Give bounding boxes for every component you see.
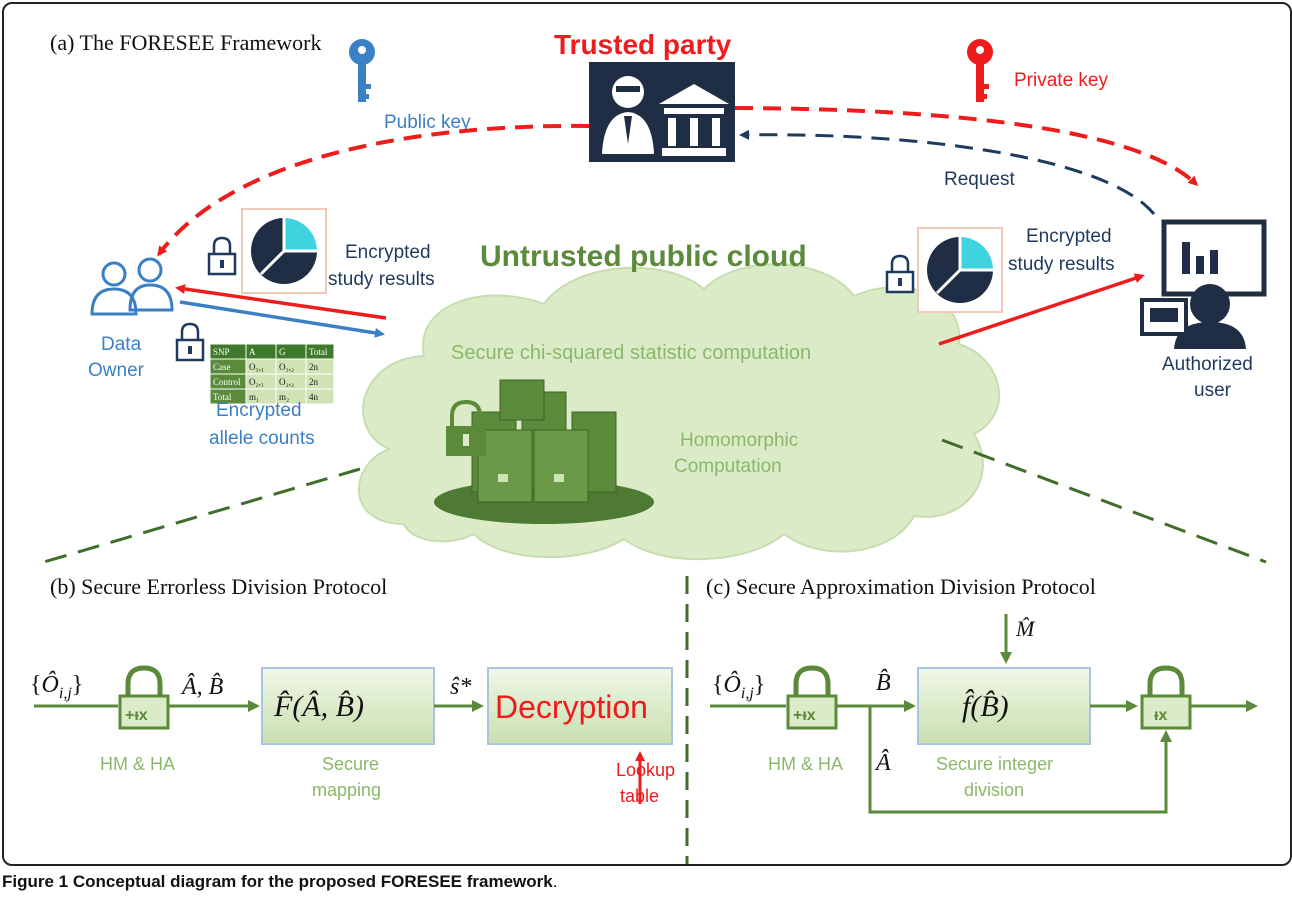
c-a-path	[868, 706, 1172, 814]
b-hm-ha: HM & HA	[100, 754, 175, 774]
b-mapping-box	[261, 667, 435, 745]
encrypted-results-left-icon	[241, 208, 327, 294]
zoom-line-left	[43, 467, 361, 564]
enc-allele-1: Encrypted	[216, 400, 302, 421]
public-key-icon	[349, 39, 375, 102]
allele-table-cell: Total	[213, 392, 232, 402]
allele-table-cell: m₂	[279, 392, 289, 402]
lock-icon-allele	[175, 322, 205, 362]
lock-icon-results-right	[885, 254, 915, 294]
b-lookup-2: table	[620, 786, 659, 806]
c-a-hat: Â	[874, 750, 891, 776]
allele-table-cell: O₂,₁	[249, 377, 264, 387]
trusted-party-label: Trusted party	[554, 29, 732, 60]
c-func: f̂(B̂)	[962, 689, 1009, 723]
enc-results-left-1: Encrypted	[345, 242, 431, 263]
allele-table-cell: O₂,₂	[279, 377, 294, 387]
allele-table-cell: 4n	[309, 392, 319, 402]
allele-table-cell: G	[279, 347, 286, 357]
private-key-arrow	[734, 106, 1199, 187]
allele-table-cell: A	[249, 347, 256, 357]
server-cluster-icon	[434, 379, 654, 524]
svg-text:+ᵼx: +ᵼx	[793, 707, 816, 724]
owner-to-cloud-arrow	[179, 300, 385, 338]
allele-table-cell: Case	[213, 362, 231, 372]
allele-table-cell: 2n	[309, 362, 319, 372]
allele-table-cell: 2n	[309, 377, 319, 387]
cloud-secure-computation: Secure chi-squared statistic computation	[451, 342, 811, 364]
c-lock-icon-2: ᵼx	[1140, 665, 1192, 730]
authorized-user-label-2: user	[1194, 380, 1232, 401]
b-secure-2: mapping	[312, 780, 381, 800]
authorized-user-icon	[1140, 219, 1267, 349]
svg-text:+ᵼx: +ᵼx	[125, 707, 148, 724]
private-key-icon	[967, 39, 993, 102]
panel-b-title: (b) Secure Errorless Division Protocol	[50, 574, 387, 599]
b-mapping-func: F̂(Â, B̂)	[273, 690, 364, 723]
cloud-to-user-arrow	[938, 273, 1145, 346]
b-input: {Ôi,j}	[30, 671, 83, 702]
allele-table-cell: O₁,₁	[249, 362, 264, 372]
request-label: Request	[944, 169, 1015, 190]
b-ab: Â, B̂	[180, 673, 224, 700]
trusted-party-icon	[589, 62, 735, 162]
caption-end: .	[552, 872, 558, 891]
panel-c-title: (c) Secure Approximation Division Protoc…	[706, 574, 1096, 599]
homomorphic-label-2: Computation	[674, 456, 782, 477]
allele-table-cell: SNP	[213, 347, 230, 357]
c-func-box	[917, 667, 1091, 745]
lock-icon-results-left	[207, 236, 237, 276]
c-sid-1: Secure integer	[936, 754, 1053, 774]
encrypted-results-right-icon	[917, 227, 1003, 313]
b-decryption: Decryption	[495, 689, 648, 725]
cloud-shape	[357, 263, 1000, 561]
figure-canvas: (a) The FORESEE Framework (b) Secure Err…	[30, 29, 1267, 864]
svg-text:ᵼx: ᵼx	[1154, 707, 1167, 724]
b-lock-icon: +ᵼx	[118, 665, 170, 730]
data-owner-label-1: Data	[101, 334, 142, 355]
private-key-label: Private key	[1014, 70, 1108, 91]
data-owner-label-2: Owner	[88, 360, 145, 381]
public-key-arrow	[157, 123, 590, 257]
allele-table-cell: m₁	[249, 392, 259, 402]
allele-table-cell: O₁,₂	[279, 362, 294, 372]
cloud-title: Untrusted public cloud	[480, 240, 807, 273]
authorized-user-label-1: Authorized	[1162, 354, 1253, 375]
c-m-hat: M̂	[1015, 616, 1036, 641]
c-input: {Ôi,j}	[712, 671, 765, 702]
c-b-hat: B̂	[876, 669, 891, 696]
allele-table-cell: Control	[213, 377, 241, 387]
enc-results-left-2: study results	[328, 269, 435, 290]
cloud-lock-icon	[446, 399, 486, 456]
homomorphic-label-1: Homomorphic	[680, 430, 798, 451]
enc-allele-2: allele counts	[209, 428, 315, 449]
figure-frame: (a) The FORESEE Framework (b) Secure Err…	[2, 2, 1292, 866]
b-secure-1: Secure	[322, 754, 379, 774]
b-lookup-1: Lookup	[616, 760, 675, 780]
enc-results-right-2: study results	[1008, 254, 1115, 275]
allele-table-cell: Total	[309, 347, 328, 357]
zoom-line-right	[941, 438, 1267, 564]
data-owner-icon	[90, 257, 174, 316]
figure-caption: Figure 1 Conceptual diagram for the prop…	[2, 872, 557, 892]
c-lock-icon: +ᵼx	[786, 665, 838, 730]
enc-results-right-1: Encrypted	[1026, 226, 1112, 247]
results-to-owner-arrow	[175, 284, 387, 320]
public-key-label: Public key	[384, 112, 471, 133]
panel-a-title: (a) The FORESEE Framework	[50, 30, 322, 55]
b-decryption-box	[487, 667, 673, 745]
c-hm-ha: HM & HA	[768, 754, 843, 774]
allele-table-cell-bg	[305, 388, 335, 405]
request-arrow	[739, 129, 1156, 215]
c-sid-2: division	[964, 780, 1024, 800]
b-s-star: ŝ*	[450, 674, 471, 700]
caption-text: Figure 1 Conceptual diagram for the prop…	[2, 872, 553, 891]
